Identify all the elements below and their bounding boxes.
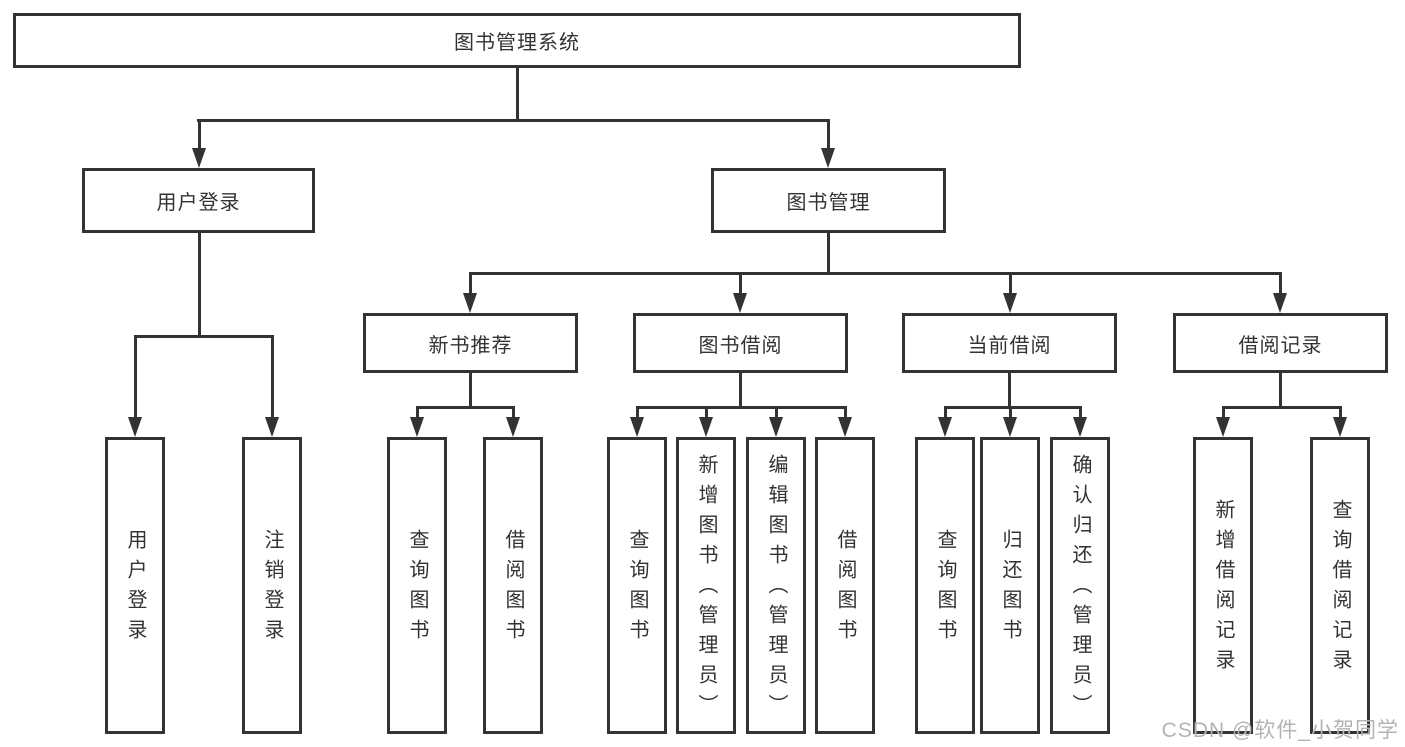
leaf-query-borrow-record: 查询借阅记录 (1310, 437, 1370, 734)
line-to-leaf (775, 406, 778, 419)
arrow-down-icon (1073, 417, 1087, 437)
line-current-borrow-stem (1008, 373, 1011, 406)
line-to-leaf (512, 406, 515, 419)
line-borrow-records-split (1222, 406, 1342, 409)
leaf-borrow-books: 借阅图书 (815, 437, 875, 734)
line-to-leaf (416, 406, 419, 419)
line-to-book-management (827, 119, 830, 150)
line-to-leaf (1222, 406, 1225, 419)
line-to-leaf-user-login (134, 335, 137, 419)
node-root-system: 图书管理系统 (13, 13, 1021, 68)
line-to-leaf (1079, 406, 1082, 419)
node-user-login: 用户登录 (82, 168, 315, 233)
arrow-down-icon (1333, 417, 1347, 437)
leaf-edit-book-admin: 编辑图书（管理员） (746, 437, 806, 734)
arrow-down-icon (733, 293, 747, 313)
line-borrow-records-stem (1279, 373, 1282, 406)
arrow-down-icon (506, 417, 520, 437)
arrow-down-icon (1003, 293, 1017, 313)
leaf-logout: 注销登录 (242, 437, 302, 734)
node-borrow-records: 借阅记录 (1173, 313, 1388, 373)
arrow-down-icon (630, 417, 644, 437)
line-user-login-stem (198, 233, 201, 335)
node-book-management: 图书管理 (711, 168, 946, 233)
line-to-leaf (636, 406, 639, 419)
leaf-borrow-books-recommend: 借阅图书 (483, 437, 543, 734)
arrow-down-icon (410, 417, 424, 437)
line-to-leaf-logout (271, 335, 274, 419)
leaf-confirm-return-admin: 确认归还（管理员） (1050, 437, 1110, 734)
line-root-split (197, 119, 830, 122)
line-to-borrow-records (1279, 272, 1282, 295)
leaf-return-book: 归还图书 (980, 437, 1040, 734)
line-to-leaf (844, 406, 847, 419)
line-book-management-split (469, 272, 1282, 275)
line-to-leaf (944, 406, 947, 419)
arrow-down-icon (1273, 293, 1287, 313)
line-root-stem (516, 68, 519, 119)
csdn-watermark: CSDN @软件_小贺同学 (1161, 719, 1399, 742)
line-book-borrow-split (636, 406, 847, 409)
arrow-down-icon (838, 417, 852, 437)
line-book-management-stem (827, 233, 830, 272)
leaf-add-borrow-record: 新增借阅记录 (1193, 437, 1253, 734)
line-to-leaf (1009, 406, 1012, 419)
leaf-add-book-admin: 新增图书（管理员） (676, 437, 736, 734)
arrow-down-icon (1003, 417, 1017, 437)
node-new-book-recommend: 新书推荐 (363, 313, 578, 373)
line-new-book-stem (469, 373, 472, 406)
node-book-borrow: 图书借阅 (633, 313, 848, 373)
leaf-user-login: 用户登录 (105, 437, 165, 734)
arrow-down-icon (128, 417, 142, 437)
arrow-down-icon (265, 417, 279, 437)
arrow-down-icon (821, 148, 835, 168)
arrow-down-icon (699, 417, 713, 437)
line-book-borrow-stem (739, 373, 742, 406)
arrow-down-icon (938, 417, 952, 437)
arrow-down-icon (463, 293, 477, 313)
line-to-current-borrow (1009, 272, 1012, 295)
line-to-user-login (198, 119, 201, 150)
line-current-borrow-split (944, 406, 1082, 409)
line-to-book-borrow (739, 272, 742, 295)
leaf-query-books-recommend: 查询图书 (387, 437, 447, 734)
line-new-book-split (416, 406, 515, 409)
line-to-leaf (1339, 406, 1342, 419)
line-user-login-split (134, 335, 274, 338)
node-current-borrow: 当前借阅 (902, 313, 1117, 373)
arrow-down-icon (1216, 417, 1230, 437)
line-to-leaf (705, 406, 708, 419)
leaf-query-books-current: 查询图书 (915, 437, 975, 734)
arrow-down-icon (769, 417, 783, 437)
leaf-query-books-borrow: 查询图书 (607, 437, 667, 734)
arrow-down-icon (192, 148, 206, 168)
line-to-new-book-recommend (469, 272, 472, 295)
